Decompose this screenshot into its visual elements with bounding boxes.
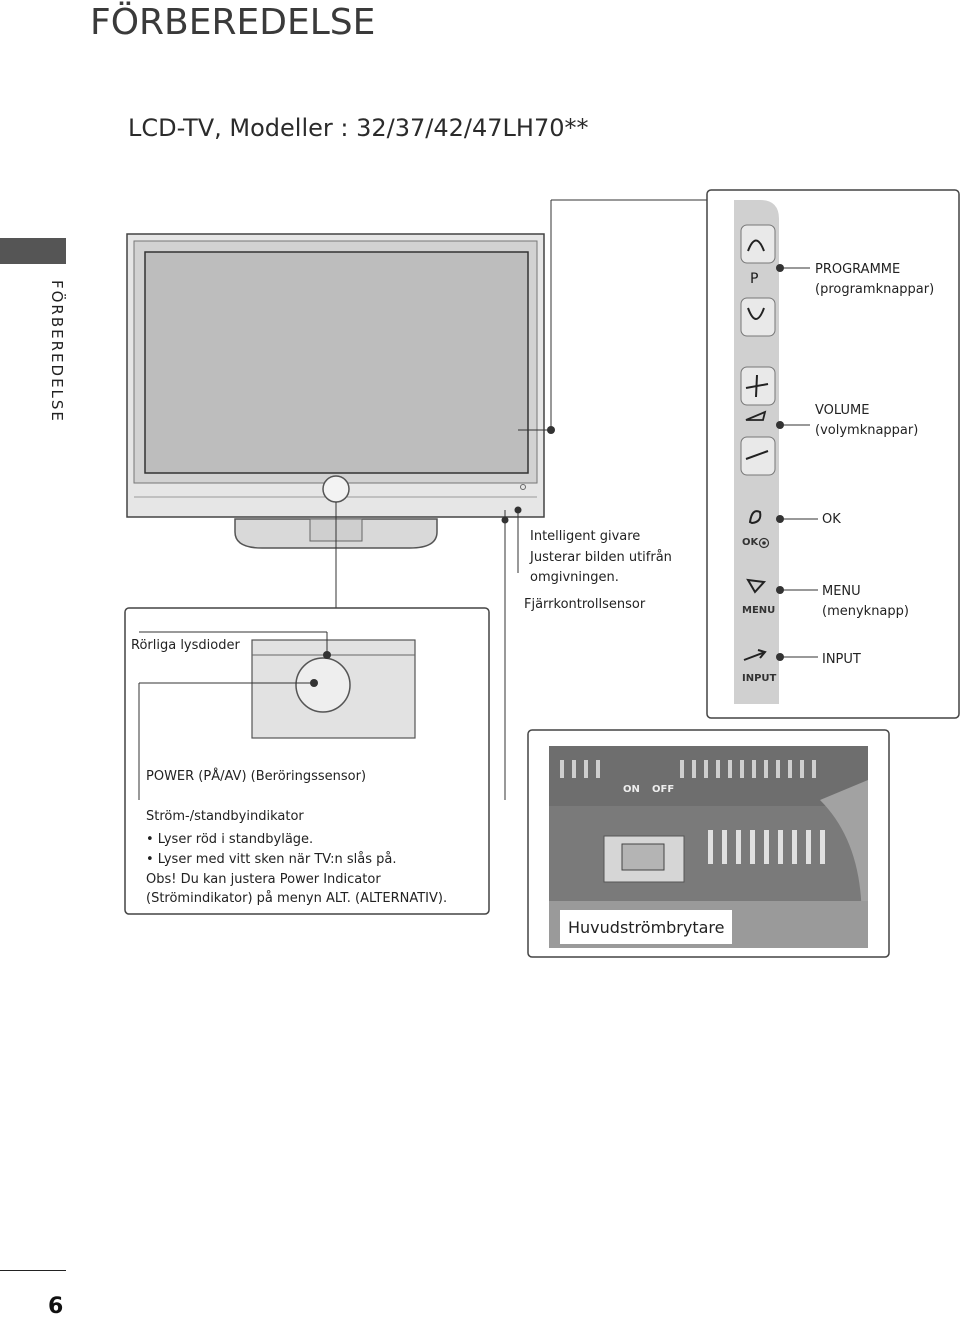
panel-p-label: P bbox=[750, 271, 759, 287]
panel-ok-label: OK bbox=[742, 537, 759, 548]
menu-label: MENU bbox=[822, 584, 861, 599]
intelligent-sensor-desc-2: omgivningen. bbox=[530, 570, 619, 585]
programme-label: PROGRAMME bbox=[815, 262, 901, 277]
page-number: 6 bbox=[48, 1294, 64, 1319]
indicator-title: Ström-/standbyindikator bbox=[146, 809, 304, 824]
model-title: LCD-TV, Modeller : 32/37/42/47LH70** bbox=[128, 114, 589, 142]
switch-caption-bg bbox=[560, 910, 732, 944]
intelligent-sensor-label: Intelligent givare bbox=[530, 529, 641, 544]
indicator-bullet-2: • Lyser med vitt sken när TV:n slås på. bbox=[146, 852, 397, 867]
panel-menu-label: MENU bbox=[742, 605, 776, 616]
menu-desc: (menyknapp) bbox=[822, 604, 909, 619]
input-label: INPUT bbox=[822, 652, 861, 667]
switch-on-label: ON bbox=[623, 784, 640, 795]
indicator-bullet-1: • Lyser röd i standbyläge. bbox=[146, 832, 314, 847]
footer-rule bbox=[0, 1270, 66, 1271]
switch-caption: Huvudströmbrytare bbox=[568, 918, 725, 937]
led-callout bbox=[124, 607, 490, 915]
switch-photo-box bbox=[527, 729, 890, 958]
moving-leds-label: Rörliga lysdioder bbox=[131, 638, 240, 653]
side-panel-box bbox=[706, 189, 960, 719]
programme-desc: (programknappar) bbox=[815, 282, 935, 297]
ok-label: OK bbox=[822, 512, 841, 527]
indicator-note-2: (Strömindikator) på menyn ALT. (ALTERNAT… bbox=[146, 891, 448, 906]
intelligent-sensor-desc-1: Justerar bilden utifrån bbox=[530, 550, 672, 565]
tv-body bbox=[126, 233, 545, 518]
side-tab-label: FÖRBEREDELSE bbox=[48, 280, 66, 423]
side-tab-marker bbox=[0, 238, 66, 264]
volume-desc: (volymknappar) bbox=[815, 423, 919, 438]
panel-input-label: INPUT bbox=[742, 673, 777, 684]
indicator-note-1: Obs! Du kan justera Power Indicator bbox=[146, 872, 381, 887]
remote-sensor-label: Fjärrkontrollsensor bbox=[524, 597, 646, 612]
power-label: POWER (PÅ/AV) (Beröringssensor) bbox=[146, 769, 367, 784]
switch-off-label: OFF bbox=[652, 784, 675, 795]
page-header-title: FÖRBEREDELSE bbox=[90, 2, 376, 43]
volume-label: VOLUME bbox=[815, 403, 870, 418]
